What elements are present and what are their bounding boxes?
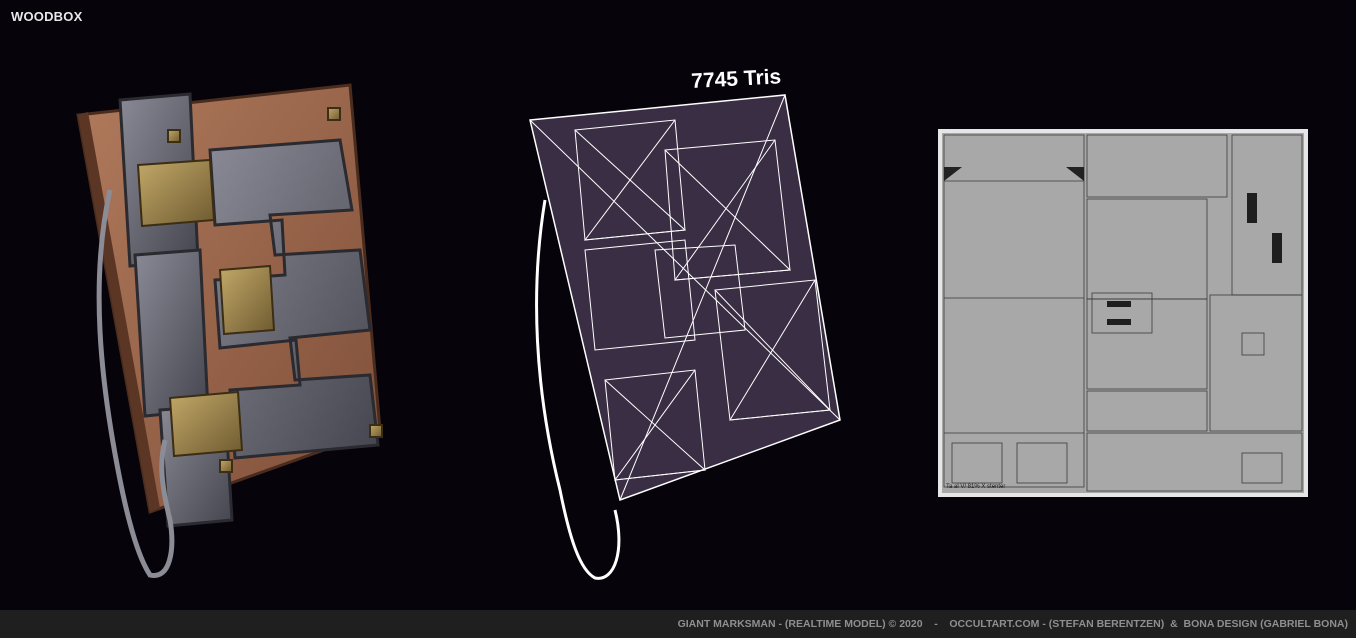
footer-bar: GIANT MARKSMAN - (REALTIME MODEL) © 2020… [0, 610, 1356, 638]
textured-box-render [76, 83, 383, 578]
uv-layout [942, 133, 1304, 493]
wireframe-view [529, 94, 841, 580]
uv-status-text: Ta al V/ 81% X stenter [946, 484, 1006, 490]
uv-layout-panel [938, 129, 1308, 497]
footer-credits: GIANT MARKSMAN - (REALTIME MODEL) © 2020… [677, 618, 1348, 630]
triangle-count-label: 7745 Tris [690, 65, 782, 94]
brass-ornaments [136, 107, 383, 473]
chain [96, 189, 175, 578]
page-title: WOODBOX [11, 9, 83, 24]
